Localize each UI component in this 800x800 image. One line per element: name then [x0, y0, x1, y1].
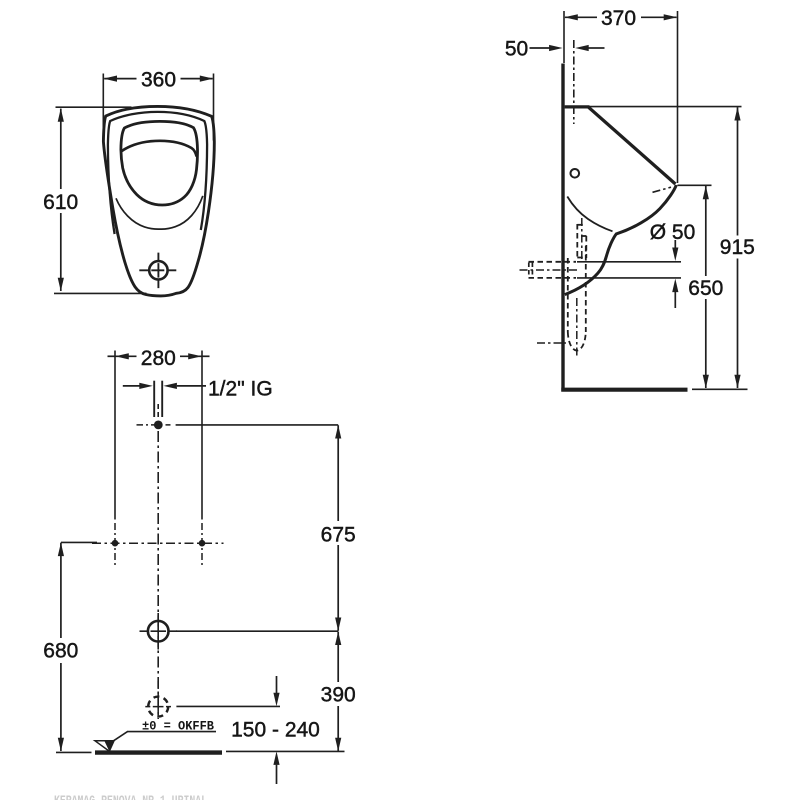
svg-text:1/2" IG: 1/2" IG: [208, 377, 273, 400]
svg-text:680: 680: [43, 639, 78, 662]
svg-text:±0 = OKFFB: ±0 = OKFFB: [142, 720, 214, 734]
svg-text:KERAMAG RENOVA NR.1 URINAL: KERAMAG RENOVA NR.1 URINAL: [54, 794, 207, 800]
svg-text:150 - 240: 150 - 240: [231, 719, 320, 742]
svg-text:360: 360: [141, 69, 176, 92]
svg-text:390: 390: [321, 684, 356, 707]
svg-text:610: 610: [43, 191, 78, 214]
svg-text:370: 370: [601, 7, 636, 30]
svg-text:280: 280: [141, 347, 176, 370]
svg-text:Ø 50: Ø 50: [650, 221, 696, 244]
svg-text:675: 675: [321, 524, 356, 547]
svg-text:915: 915: [720, 236, 755, 259]
svg-text:50: 50: [505, 38, 528, 61]
svg-text:650: 650: [688, 277, 723, 300]
